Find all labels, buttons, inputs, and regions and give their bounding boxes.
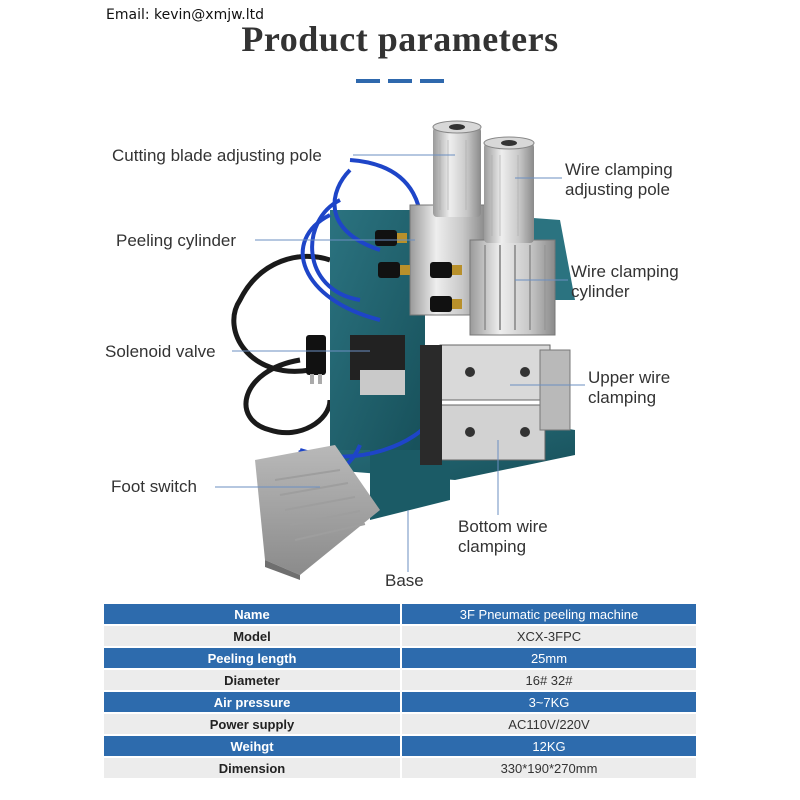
- email-contact: Email: kevin@xmjw.ltd: [106, 7, 264, 23]
- callout-cutting-blade-adjusting-pole: Cutting blade adjusting pole: [112, 146, 322, 165]
- spec-row: Weihgt 12KG: [104, 736, 696, 756]
- foot-switch-shape: [255, 445, 380, 580]
- spec-label: Diameter: [104, 670, 402, 690]
- spec-label: Air pressure: [104, 692, 402, 712]
- spec-value: 25mm: [402, 648, 696, 668]
- title-underline: [356, 79, 444, 84]
- callout-line-2: cylinder: [571, 282, 630, 301]
- callout-line-1: Wire clamping: [565, 160, 673, 179]
- machine-illustration: [215, 120, 585, 580]
- spec-value: 3~7KG: [402, 692, 696, 712]
- spec-label: Model: [104, 626, 402, 646]
- callout-line-1: Upper wire: [588, 368, 671, 387]
- spec-label: Power supply: [104, 714, 402, 734]
- callout-peeling-cylinder: Peeling cylinder: [116, 231, 237, 250]
- wire-clamping-pole-shape: [484, 143, 534, 243]
- callout-foot-switch: Foot switch: [111, 477, 197, 496]
- callout-solenoid-valve: Solenoid valve: [105, 342, 216, 361]
- spec-row: Name 3F Pneumatic peeling machine: [104, 604, 696, 624]
- leader-lines: [215, 154, 585, 572]
- wire-clamping-cylinder-body: [469, 239, 556, 336]
- pneumatic-fittings: [375, 230, 462, 312]
- callout-line-2: adjusting pole: [565, 180, 670, 199]
- callout-line-1: Wire clamping: [571, 262, 679, 281]
- spec-table: Name 3F Pneumatic peeling machine Model …: [104, 602, 696, 780]
- spec-row: Peeling length 25mm: [104, 648, 696, 668]
- page-title: Product parameters: [241, 19, 559, 59]
- spec-value: 16# 32#: [402, 670, 696, 690]
- spec-row: Air pressure 3~7KG: [104, 692, 696, 712]
- power-cord: [231, 253, 333, 436]
- spec-label: Weihgt: [104, 736, 402, 756]
- callout-wire-clamping-adjusting-pole: Wire clamping adjusting pole: [565, 160, 673, 200]
- callout-line-2: clamping: [458, 537, 527, 556]
- spec-row: Dimension 330*190*270mm: [104, 758, 696, 778]
- cutting-blade-pole-shape: [433, 127, 481, 217]
- upper-clamp-block: [439, 344, 551, 401]
- spec-label: Dimension: [104, 758, 402, 778]
- callout-upper-wire-clamping: Upper wire clamping: [588, 368, 670, 408]
- callout-line-2: clamping: [588, 388, 657, 407]
- spec-value: 12KG: [402, 736, 696, 756]
- spec-value: 330*190*270mm: [402, 758, 696, 778]
- spec-value: AC110V/220V: [402, 714, 696, 734]
- spec-row: Diameter 16# 32#: [104, 670, 696, 690]
- spec-row: Power supply AC110V/220V: [104, 714, 696, 734]
- callout-bottom-wire-clamping: Bottom wire clamping: [458, 517, 548, 557]
- spec-label: Peeling length: [104, 648, 402, 668]
- power-plug: [306, 335, 326, 375]
- spec-value: XCX-3FPC: [402, 626, 696, 646]
- callout-wire-clamping-cylinder: Wire clamping cylinder: [571, 262, 679, 302]
- callout-base: Base: [385, 571, 424, 590]
- spec-row: Model XCX-3FPC: [104, 626, 696, 646]
- spec-value: 3F Pneumatic peeling machine: [402, 604, 696, 624]
- callout-line-1: Bottom wire: [458, 517, 548, 536]
- spec-label: Name: [104, 604, 402, 624]
